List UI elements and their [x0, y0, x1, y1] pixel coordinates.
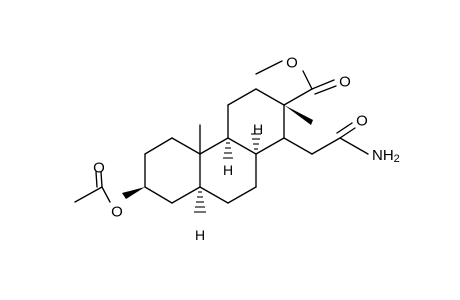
- ring-b: [199, 137, 257, 204]
- c5-hydrogen-label: H: [195, 227, 205, 243]
- c8-hydrogen-label: H: [253, 121, 263, 137]
- side-chain-bond-1: [283, 137, 313, 155]
- ester-c-o-single: [302, 70, 313, 90]
- amide-nitrogen-label: NH2: [372, 147, 400, 166]
- ester-c-o-double-2: [314, 85, 337, 95]
- side-chain-bond-2: [311, 137, 341, 155]
- acetate-double-1: [100, 171, 103, 188]
- ring-c: [227, 88, 285, 155]
- acetate-o-c: [101, 186, 111, 203]
- ester-c-o-double-1: [311, 79, 335, 90]
- ring-a: [144, 137, 201, 204]
- acetate-methyl: [74, 186, 103, 203]
- c4-methyl-wedge: [284, 105, 313, 125]
- acetate-double-2: [95, 171, 98, 188]
- amide-carbonyl-o-label: O: [356, 113, 368, 130]
- amide-double-1: [339, 127, 356, 139]
- ester-o-methyl: [255, 60, 283, 75]
- acetate-carbonyl-o-label: O: [93, 160, 105, 177]
- hash-c8-h: [251, 133, 261, 150]
- acetate-ester-o-label: O: [111, 204, 123, 221]
- amide-double-2: [336, 122, 353, 134]
- ester-methoxy-o-label: O: [286, 55, 298, 72]
- ester-carbonyl-o-label: O: [339, 74, 351, 91]
- hash-c9-h: [223, 142, 233, 159]
- hash-c5-h: [194, 191, 206, 213]
- acetate-o-wedge: [122, 187, 145, 199]
- c9-hydrogen-label: H: [223, 162, 233, 178]
- ester-carbon-bond: [283, 88, 313, 106]
- amide-c-n: [339, 137, 369, 155]
